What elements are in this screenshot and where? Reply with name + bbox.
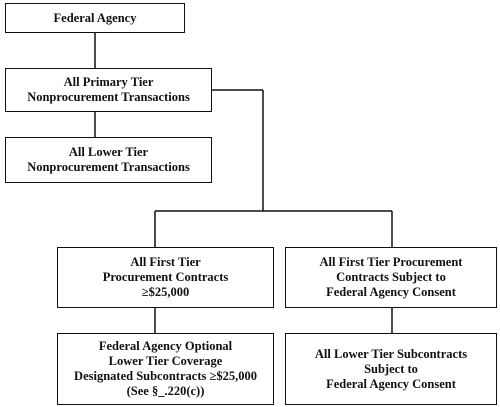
node-label-line: Federal Agency Consent — [326, 285, 456, 299]
node-label-line: Federal Agency Optional — [98, 339, 233, 353]
node-first-tier-procurement-contracts: All First Tier Procurement Contracts ≥$2… — [57, 247, 274, 308]
node-label-line: All First Tier — [130, 255, 201, 269]
node-label-line: Nonprocurement Transactions — [27, 160, 190, 174]
node-label-line: (See §_.220(c)) — [126, 384, 205, 398]
node-label-line: All Primary Tier — [63, 75, 154, 89]
node-label-line: Federal Agency — [53, 10, 137, 25]
node-optional-lower-tier-coverage: Federal Agency Optional Lower Tier Cover… — [57, 333, 274, 405]
node-label-line: All Lower Tier Subcontracts — [314, 346, 468, 361]
node-label-line: Subject to — [364, 361, 418, 376]
node-label-line: Federal Agency Consent — [326, 376, 456, 391]
node-label-line: All Lower Tier — [68, 145, 149, 159]
node-label-line: Contracts Subject to — [336, 270, 446, 284]
node-federal-agency: Federal Agency — [5, 3, 185, 33]
node-lower-tier-transactions: All Lower Tier Nonprocurement Transactio… — [5, 137, 212, 183]
node-label-line: ≥$25,000 — [141, 285, 190, 299]
node-label-line: All First Tier Procurement — [319, 255, 463, 269]
node-label-line: Nonprocurement Transactions — [27, 90, 190, 104]
node-label-line: Lower Tier Coverage — [108, 354, 223, 368]
node-lower-tier-subcontracts: All Lower Tier Subcontracts Subject to F… — [285, 333, 497, 405]
node-label-line: Procurement Contracts — [102, 270, 229, 284]
node-label-line: Designated Subcontracts ≥$25,000 — [74, 369, 257, 383]
node-first-tier-consent-contracts: All First Tier Procurement Contracts Sub… — [285, 247, 497, 308]
node-primary-tier-transactions: All Primary Tier Nonprocurement Transact… — [5, 68, 212, 112]
